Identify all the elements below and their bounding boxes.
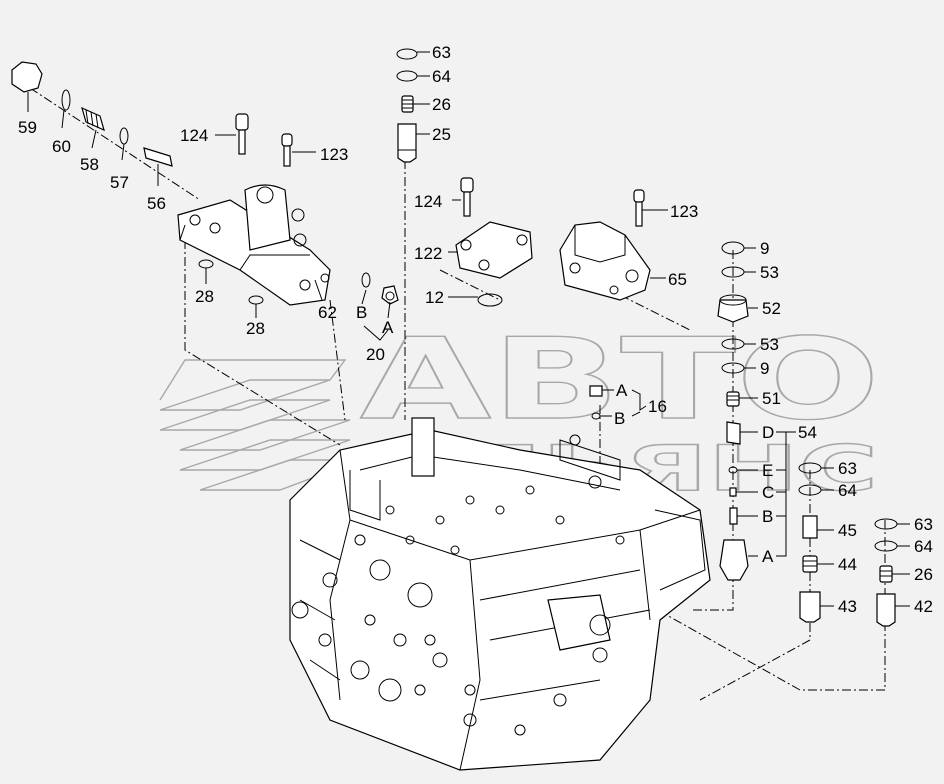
spring-58 — [81, 106, 105, 132]
cover-assembly-62 — [177, 184, 331, 306]
parts-column-25 — [396, 48, 418, 163]
callout-64-mid: 64 — [838, 481, 857, 500]
callout-C: C — [762, 483, 774, 502]
valve-ports — [291, 434, 625, 736]
callout-A-mid: A — [616, 381, 628, 400]
callout-60: 60 — [52, 137, 71, 156]
callout-labels: 59 60 58 57 56 124 123 28 28 62 B A 20 6… — [18, 43, 933, 616]
callout-43: 43 — [838, 597, 857, 616]
callout-124-mid: 124 — [414, 192, 442, 211]
callout-45: 45 — [838, 521, 857, 540]
callout-63-mid: 63 — [838, 459, 857, 478]
callout-B-left: B — [356, 303, 367, 322]
pin-56 — [143, 147, 173, 167]
leader-lines — [27, 51, 910, 607]
callout-53-top: 53 — [760, 263, 779, 282]
callout-25: 25 — [432, 125, 451, 144]
callout-26-top: 26 — [432, 95, 451, 114]
cover-65 — [559, 221, 651, 301]
callout-42: 42 — [914, 597, 933, 616]
callout-9-top: 9 — [760, 239, 769, 258]
plug-59 — [11, 61, 43, 93]
callout-58: 58 — [80, 155, 99, 174]
callout-63-top: 63 — [432, 43, 451, 62]
plug-20 — [381, 285, 399, 305]
parts-column-52 — [717, 241, 749, 581]
callout-9-lower: 9 — [760, 359, 769, 378]
cover-small-parts — [198, 259, 399, 305]
control-valve-body — [289, 417, 711, 771]
parts-column-42 — [874, 518, 898, 627]
bolts — [235, 113, 645, 227]
callout-59: 59 — [18, 118, 37, 137]
watermark-text-1: АВТО — [360, 315, 880, 445]
callout-26-right: 26 — [914, 565, 933, 584]
callout-16: 16 — [648, 397, 667, 416]
callout-51: 51 — [762, 389, 781, 408]
callout-123-left: 123 — [320, 145, 348, 164]
callout-123-right: 123 — [670, 202, 698, 221]
callout-57: 57 — [110, 173, 129, 192]
callout-28-lower: 28 — [246, 319, 265, 338]
bolt-123-left — [281, 133, 293, 167]
cover-122 — [455, 221, 533, 307]
callout-56: 56 — [147, 194, 166, 213]
part-16 — [589, 385, 603, 420]
plug-and-spring-parts — [11, 61, 173, 167]
callout-D: D — [762, 423, 774, 442]
callout-52: 52 — [762, 299, 781, 318]
callout-63-right: 63 — [914, 515, 933, 534]
callout-62: 62 — [318, 303, 337, 322]
callout-12: 12 — [425, 288, 444, 307]
callout-20: 20 — [366, 345, 385, 364]
callout-B-right: B — [762, 507, 773, 526]
callout-A-left: A — [382, 318, 394, 337]
callout-E: E — [762, 461, 773, 480]
bolt-123-right — [633, 189, 645, 227]
callout-65: 65 — [668, 270, 687, 289]
callout-124-left: 124 — [180, 126, 208, 145]
callout-64-top: 64 — [432, 67, 451, 86]
callout-44: 44 — [838, 555, 857, 574]
callout-122: 122 — [414, 244, 442, 263]
callout-B-mid: B — [614, 409, 625, 428]
bolt-124-left — [235, 113, 249, 155]
callout-28-upper: 28 — [195, 287, 214, 306]
callout-64-right: 64 — [914, 537, 933, 556]
callout-53-lower: 53 — [760, 335, 779, 354]
callout-A-right: A — [762, 547, 774, 566]
callout-54: 54 — [798, 423, 817, 442]
bolt-124-mid — [460, 177, 474, 217]
